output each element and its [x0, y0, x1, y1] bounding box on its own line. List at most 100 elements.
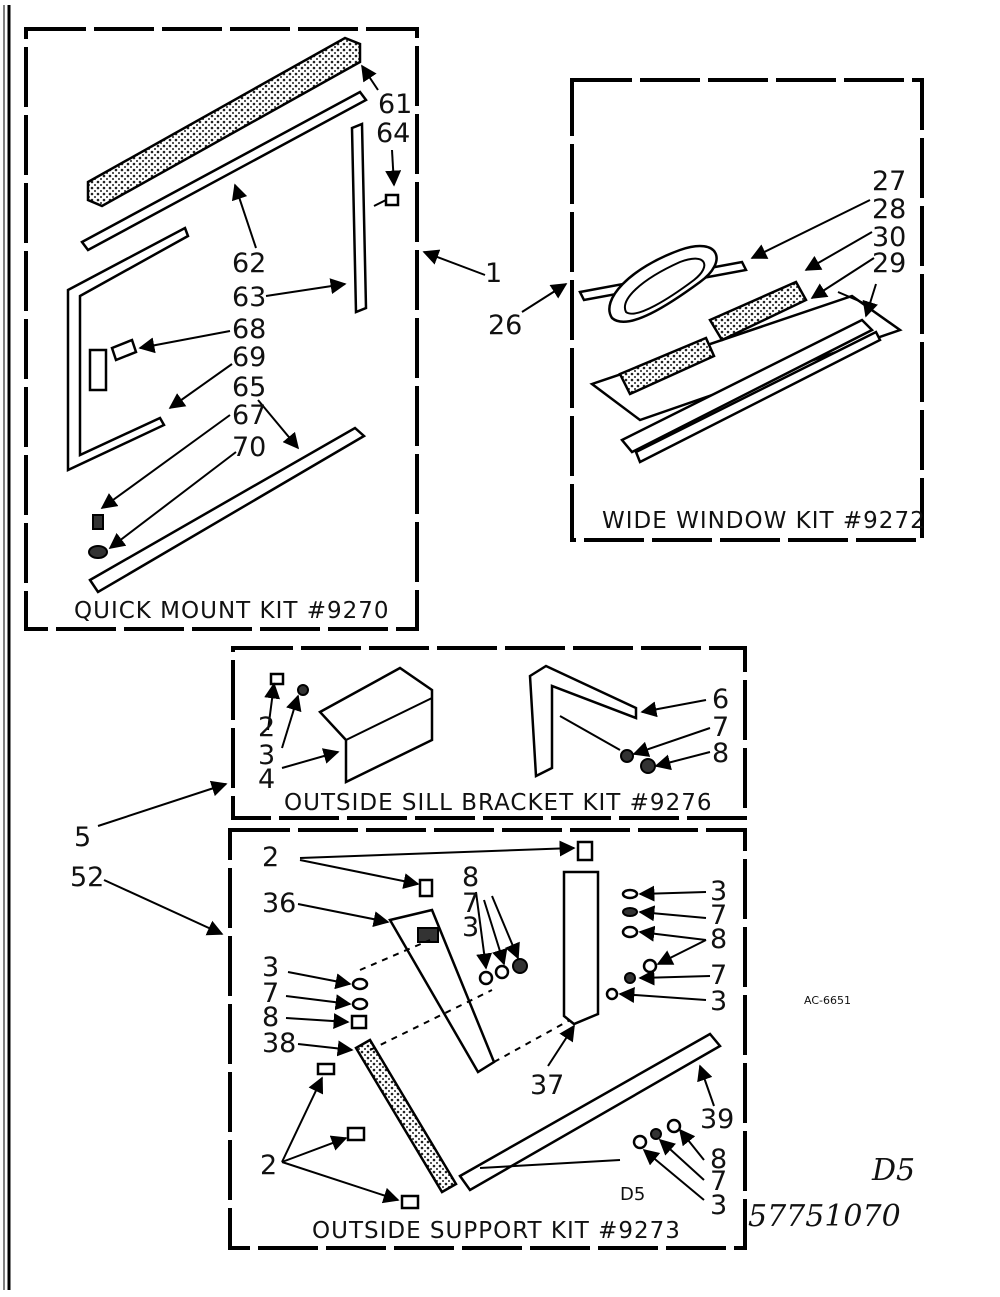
callout-67: 67 [232, 400, 266, 431]
screw-2-support-d [346, 1126, 366, 1142]
washer-7-support-right [622, 907, 638, 917]
washer-3-support-left [351, 977, 369, 991]
screw-2-support-a [418, 878, 434, 898]
support-kit: 2 36 8 7 3 3 7 8 38 3 7 8 7 3 37 39 2 8 … [228, 828, 747, 1250]
callout-63: 63 [232, 282, 266, 313]
washer-7-sill [620, 749, 634, 763]
callout-5: 5 [74, 822, 91, 853]
washer-3-support-bottom [632, 1134, 648, 1150]
callout-8-support-mid: 8 [462, 862, 479, 893]
callout-2-sill: 2 [258, 712, 275, 743]
top-channel-strip [80, 90, 368, 252]
callout-29: 29 [872, 248, 906, 279]
callout-36: 36 [262, 888, 296, 919]
wide-window-kit: 27 28 30 29 WIDE WINDOW KIT #9272 [570, 78, 926, 542]
quick-mount-kit-box [24, 27, 419, 631]
model-number: 57751070 [748, 1199, 901, 1234]
wide-window-kit-box [570, 78, 924, 542]
foam-block-30 [618, 336, 716, 396]
callout-69: 69 [232, 342, 266, 373]
callout-8-support-left: 8 [262, 1002, 279, 1033]
nut-8-support-mid [512, 958, 528, 974]
callout-39: 39 [700, 1104, 734, 1135]
washer-7-support-mid [494, 964, 510, 980]
washer-3-support-right-b [605, 987, 619, 1001]
callout-27: 27 [872, 166, 906, 197]
drawing-code: AC-6651 [804, 994, 851, 1007]
quick-mount-kit-title: QUICK MOUNT KIT #9270 [74, 598, 390, 624]
sill-bracket-kit-box [231, 646, 747, 820]
callout-26: 26 [488, 310, 522, 341]
callout-37: 37 [530, 1070, 564, 1101]
callout-4: 4 [258, 764, 275, 795]
loop-gasket [608, 244, 718, 324]
support-kit-box [228, 828, 747, 1250]
callout-3-sill: 3 [258, 740, 275, 771]
callout-70: 70 [232, 432, 266, 463]
nut-8-support-right [621, 925, 639, 939]
callout-2-support-bottom: 2 [260, 1150, 277, 1181]
callout-7-support-left: 7 [262, 978, 279, 1009]
nut-8-support-bottom [666, 1118, 682, 1134]
washer-3-sill [297, 684, 309, 696]
callout-1: 1 [485, 258, 502, 289]
callout-28: 28 [872, 194, 906, 225]
quick-mount-kit: 61 64 62 63 68 69 65 67 70 QUICK MOUNT K… [24, 27, 419, 631]
bracket-68 [88, 348, 108, 392]
washer-7-support-left [351, 997, 369, 1011]
washer-3-support-right [621, 888, 639, 900]
sill-bracket-kit: 2 3 4 6 7 8 OUTSIDE SILL BRACKET KIT #92… [231, 646, 747, 820]
washer-70 [88, 545, 108, 559]
base-plate [589, 294, 903, 422]
channel-29 [620, 318, 875, 454]
callout-7-support-right-b: 7 [710, 960, 727, 991]
callout-7-support-bottom: 7 [710, 1166, 727, 1197]
callout-61: 61 [378, 89, 412, 120]
screw-64 [373, 193, 400, 207]
bottom-bar [88, 426, 367, 594]
callout-52: 52 [70, 862, 104, 893]
bracket-36-tab [417, 927, 439, 943]
callout-8-support-right: 8 [710, 924, 727, 955]
foam-strip [86, 36, 362, 208]
callout-8-sill: 8 [712, 738, 729, 769]
callout-3-support-right: 3 [710, 876, 727, 907]
callout-7-support-right: 7 [710, 900, 727, 931]
wide-window-kit-title: WIDE WINDOW KIT #9272 [602, 508, 926, 534]
screw-68 [110, 338, 138, 362]
foam-block-28 [708, 280, 808, 342]
washer-7-support-bottom [650, 1128, 662, 1140]
callout-3-support-right-b: 3 [710, 986, 727, 1017]
washer-3-support-mid [478, 970, 494, 986]
support-kit-title: OUTSIDE SUPPORT KIT #9273 [312, 1218, 681, 1244]
screw-67 [92, 514, 104, 530]
callout-6: 6 [712, 684, 729, 715]
bracket-37 [562, 870, 600, 1026]
callout-65: 65 [232, 372, 266, 403]
side-strip [350, 122, 368, 314]
nut-8-support-left [350, 1014, 368, 1030]
callout-8-support-bottom: 8 [710, 1144, 727, 1175]
nut-8-support-right-b [642, 958, 658, 974]
callout-3-support-mid: 3 [462, 912, 479, 943]
screw-2-support-e [400, 1194, 420, 1210]
screw-2-support-c [316, 1062, 336, 1076]
callout-7-sill: 7 [712, 712, 729, 743]
callout-30: 30 [872, 222, 906, 253]
callout-64: 64 [376, 118, 410, 149]
hand-code: D5 [871, 1153, 915, 1188]
arm-39 [458, 1032, 722, 1192]
screw-2-support-b [576, 840, 594, 862]
inner-code: D5 [620, 1184, 645, 1205]
callout-62: 62 [232, 248, 266, 279]
screw-2-sill [269, 672, 285, 686]
arm-38 [354, 1038, 458, 1194]
sill-bracket-kit-title: OUTSIDE SILL BRACKET KIT #9276 [284, 790, 712, 816]
l-frame [66, 226, 190, 472]
callout-3-support-left: 3 [262, 952, 279, 983]
callout-3-support-bottom: 3 [710, 1190, 727, 1221]
washer-7-support-right-b [624, 972, 636, 984]
callout-7-support-mid: 7 [462, 888, 479, 919]
nut-8-sill [640, 758, 656, 774]
